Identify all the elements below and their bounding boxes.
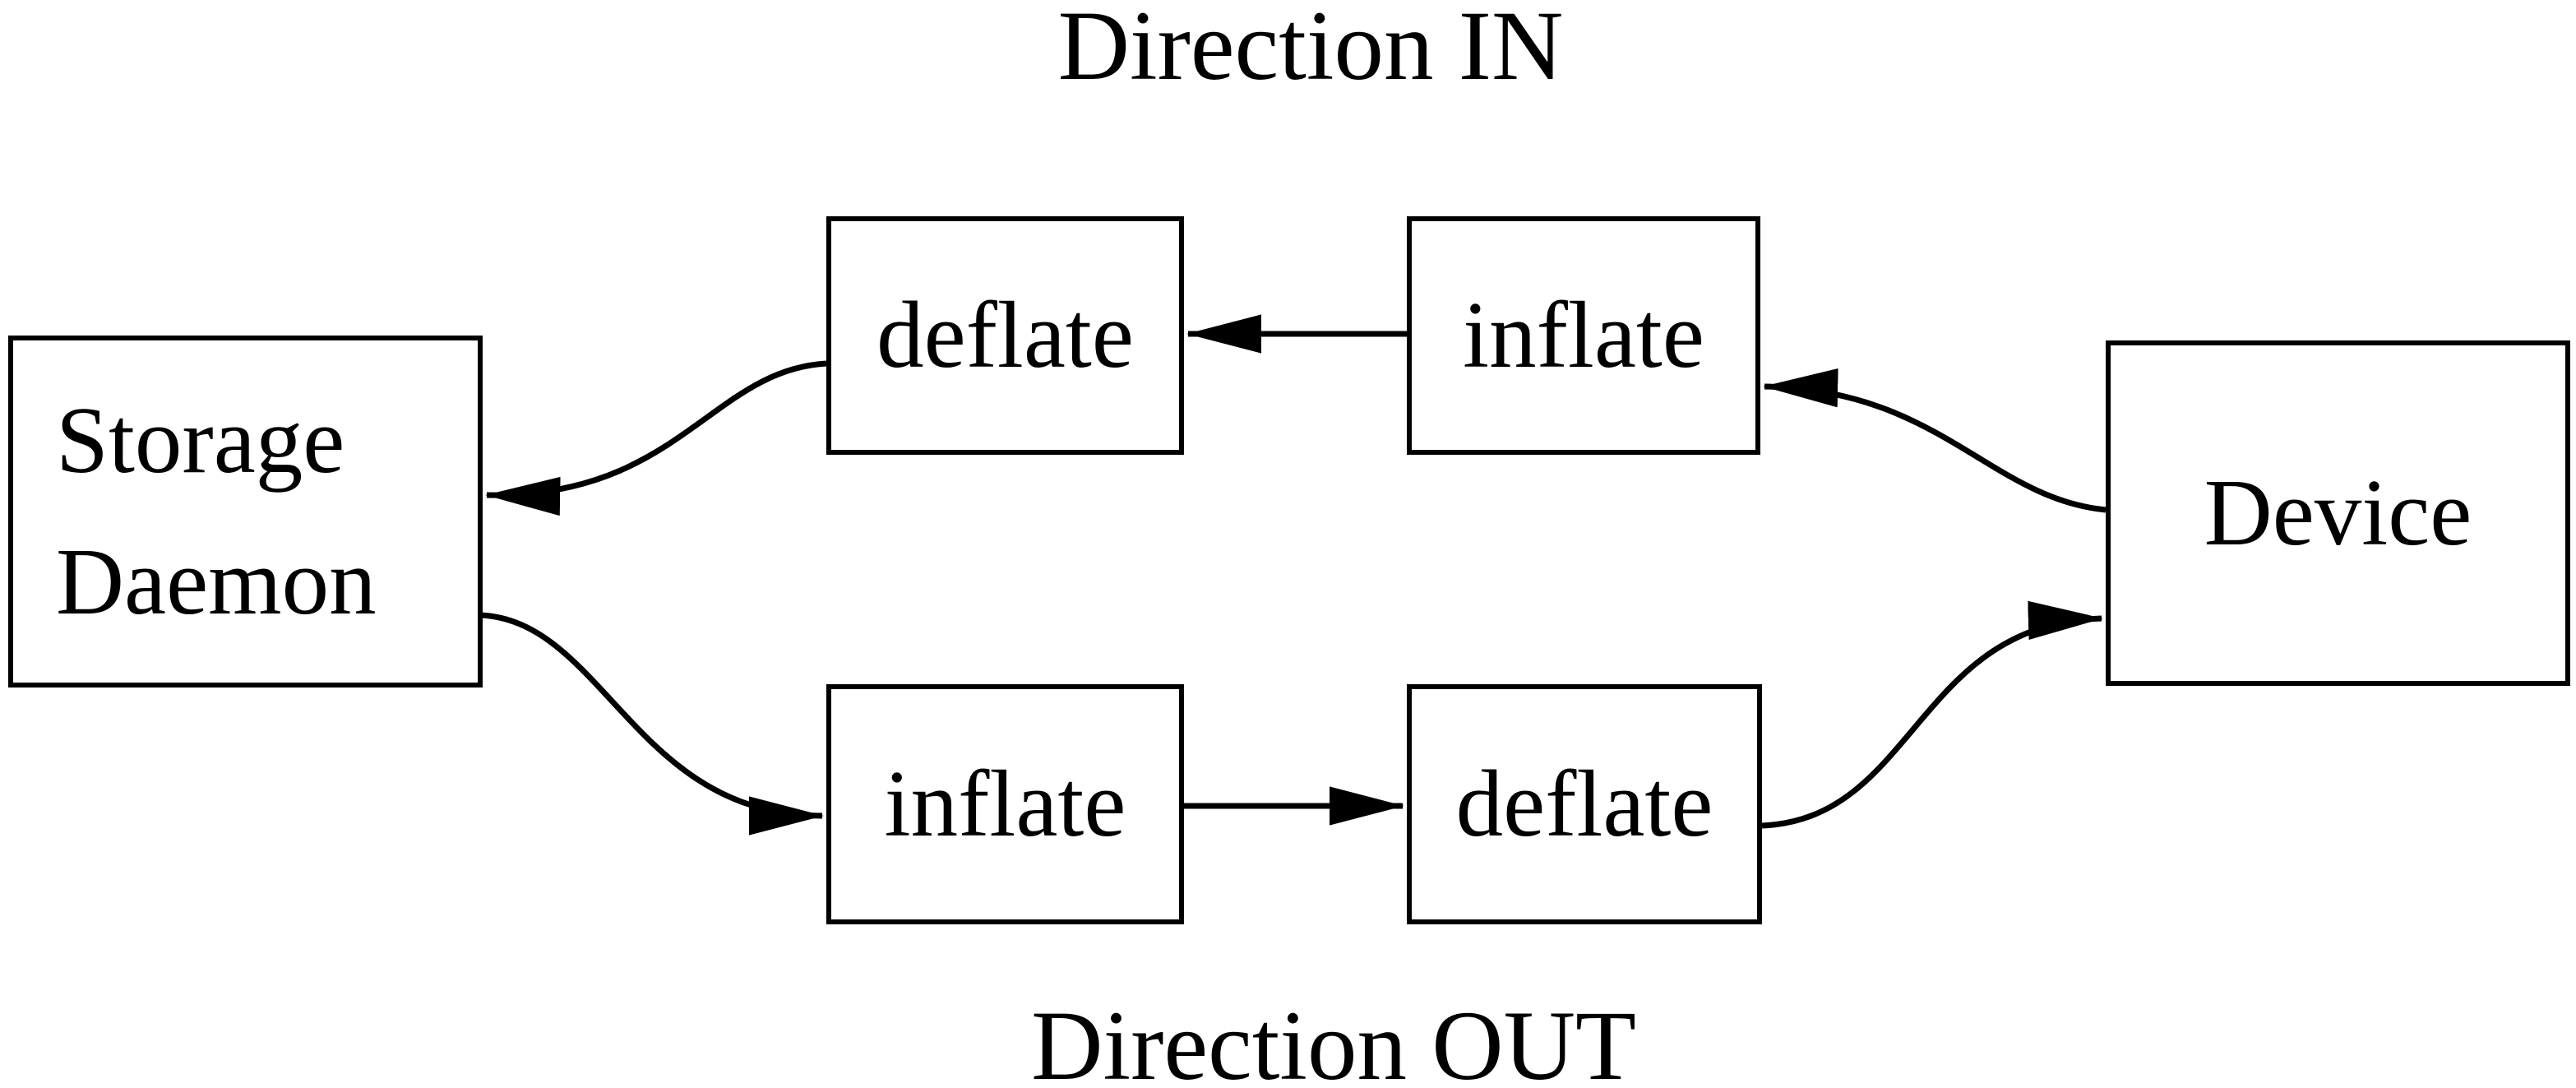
- direction-in-title: Direction IN: [1057, 0, 1564, 101]
- inflate-top-label: inflate: [1463, 283, 1704, 387]
- node-deflate-top: deflate: [826, 216, 1184, 455]
- edge-deflate-bottom-to-device-arrow: [1761, 600, 2103, 829]
- node-device: Device: [2106, 340, 2570, 686]
- node-deflate-bottom: deflate: [1407, 684, 1762, 924]
- edge-deflate-top-to-storage-arrow: [485, 360, 827, 516]
- storage-daemon-label-line2: Daemon: [56, 530, 377, 634]
- deflate-top-label: deflate: [876, 283, 1134, 387]
- direction-out-title: Direction OUT: [1031, 991, 1636, 1088]
- deflate-bottom-label: deflate: [1455, 752, 1713, 856]
- edge-device-to-inflate-top-arrow: [1763, 368, 2107, 513]
- node-storage-daemon: Storage Daemon: [8, 336, 483, 688]
- node-inflate-top: inflate: [1407, 216, 1760, 455]
- node-inflate-bottom: inflate: [826, 684, 1184, 924]
- inflate-bottom-label: inflate: [884, 752, 1126, 856]
- storage-daemon-label-line1: Storage: [56, 387, 345, 493]
- device-label: Device: [2204, 461, 2472, 565]
- edge-storage-to-inflate-bottom-arrow: [480, 612, 824, 836]
